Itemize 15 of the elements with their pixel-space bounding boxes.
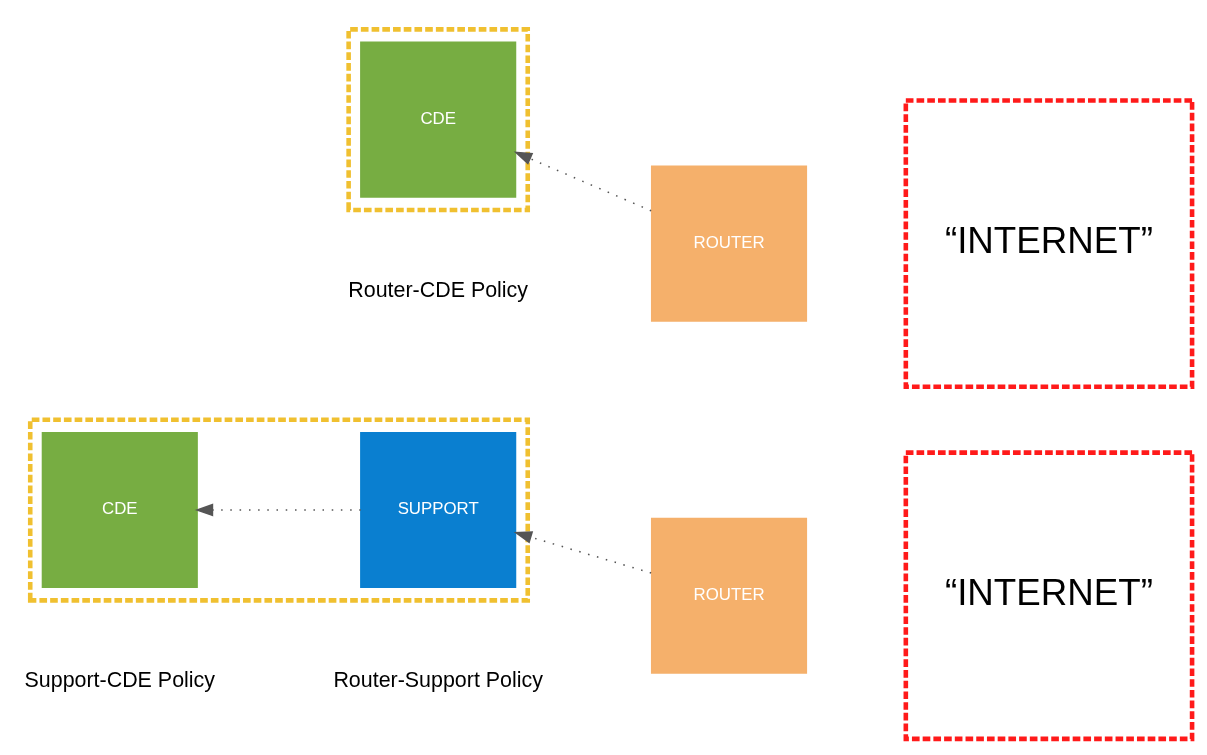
cluster [346, 26, 531, 212]
label: Router-CDE Policy [348, 277, 529, 302]
arrow [513, 151, 652, 212]
arrow [513, 530, 652, 574]
node-box: SUPPORT [360, 431, 517, 588]
cluster [27, 416, 531, 603]
node-box: ROUTER [650, 165, 808, 322]
arrow [194, 503, 362, 516]
node-box: “INTERNET” [903, 449, 1195, 741]
node-box: ROUTER [650, 517, 808, 674]
node-box: CDE [41, 431, 198, 588]
node-box: CDE [360, 41, 517, 198]
label: Router-Support Policy [333, 667, 543, 692]
label: Support-CDE Policy [24, 667, 216, 692]
node-box: “INTERNET” [903, 97, 1195, 389]
